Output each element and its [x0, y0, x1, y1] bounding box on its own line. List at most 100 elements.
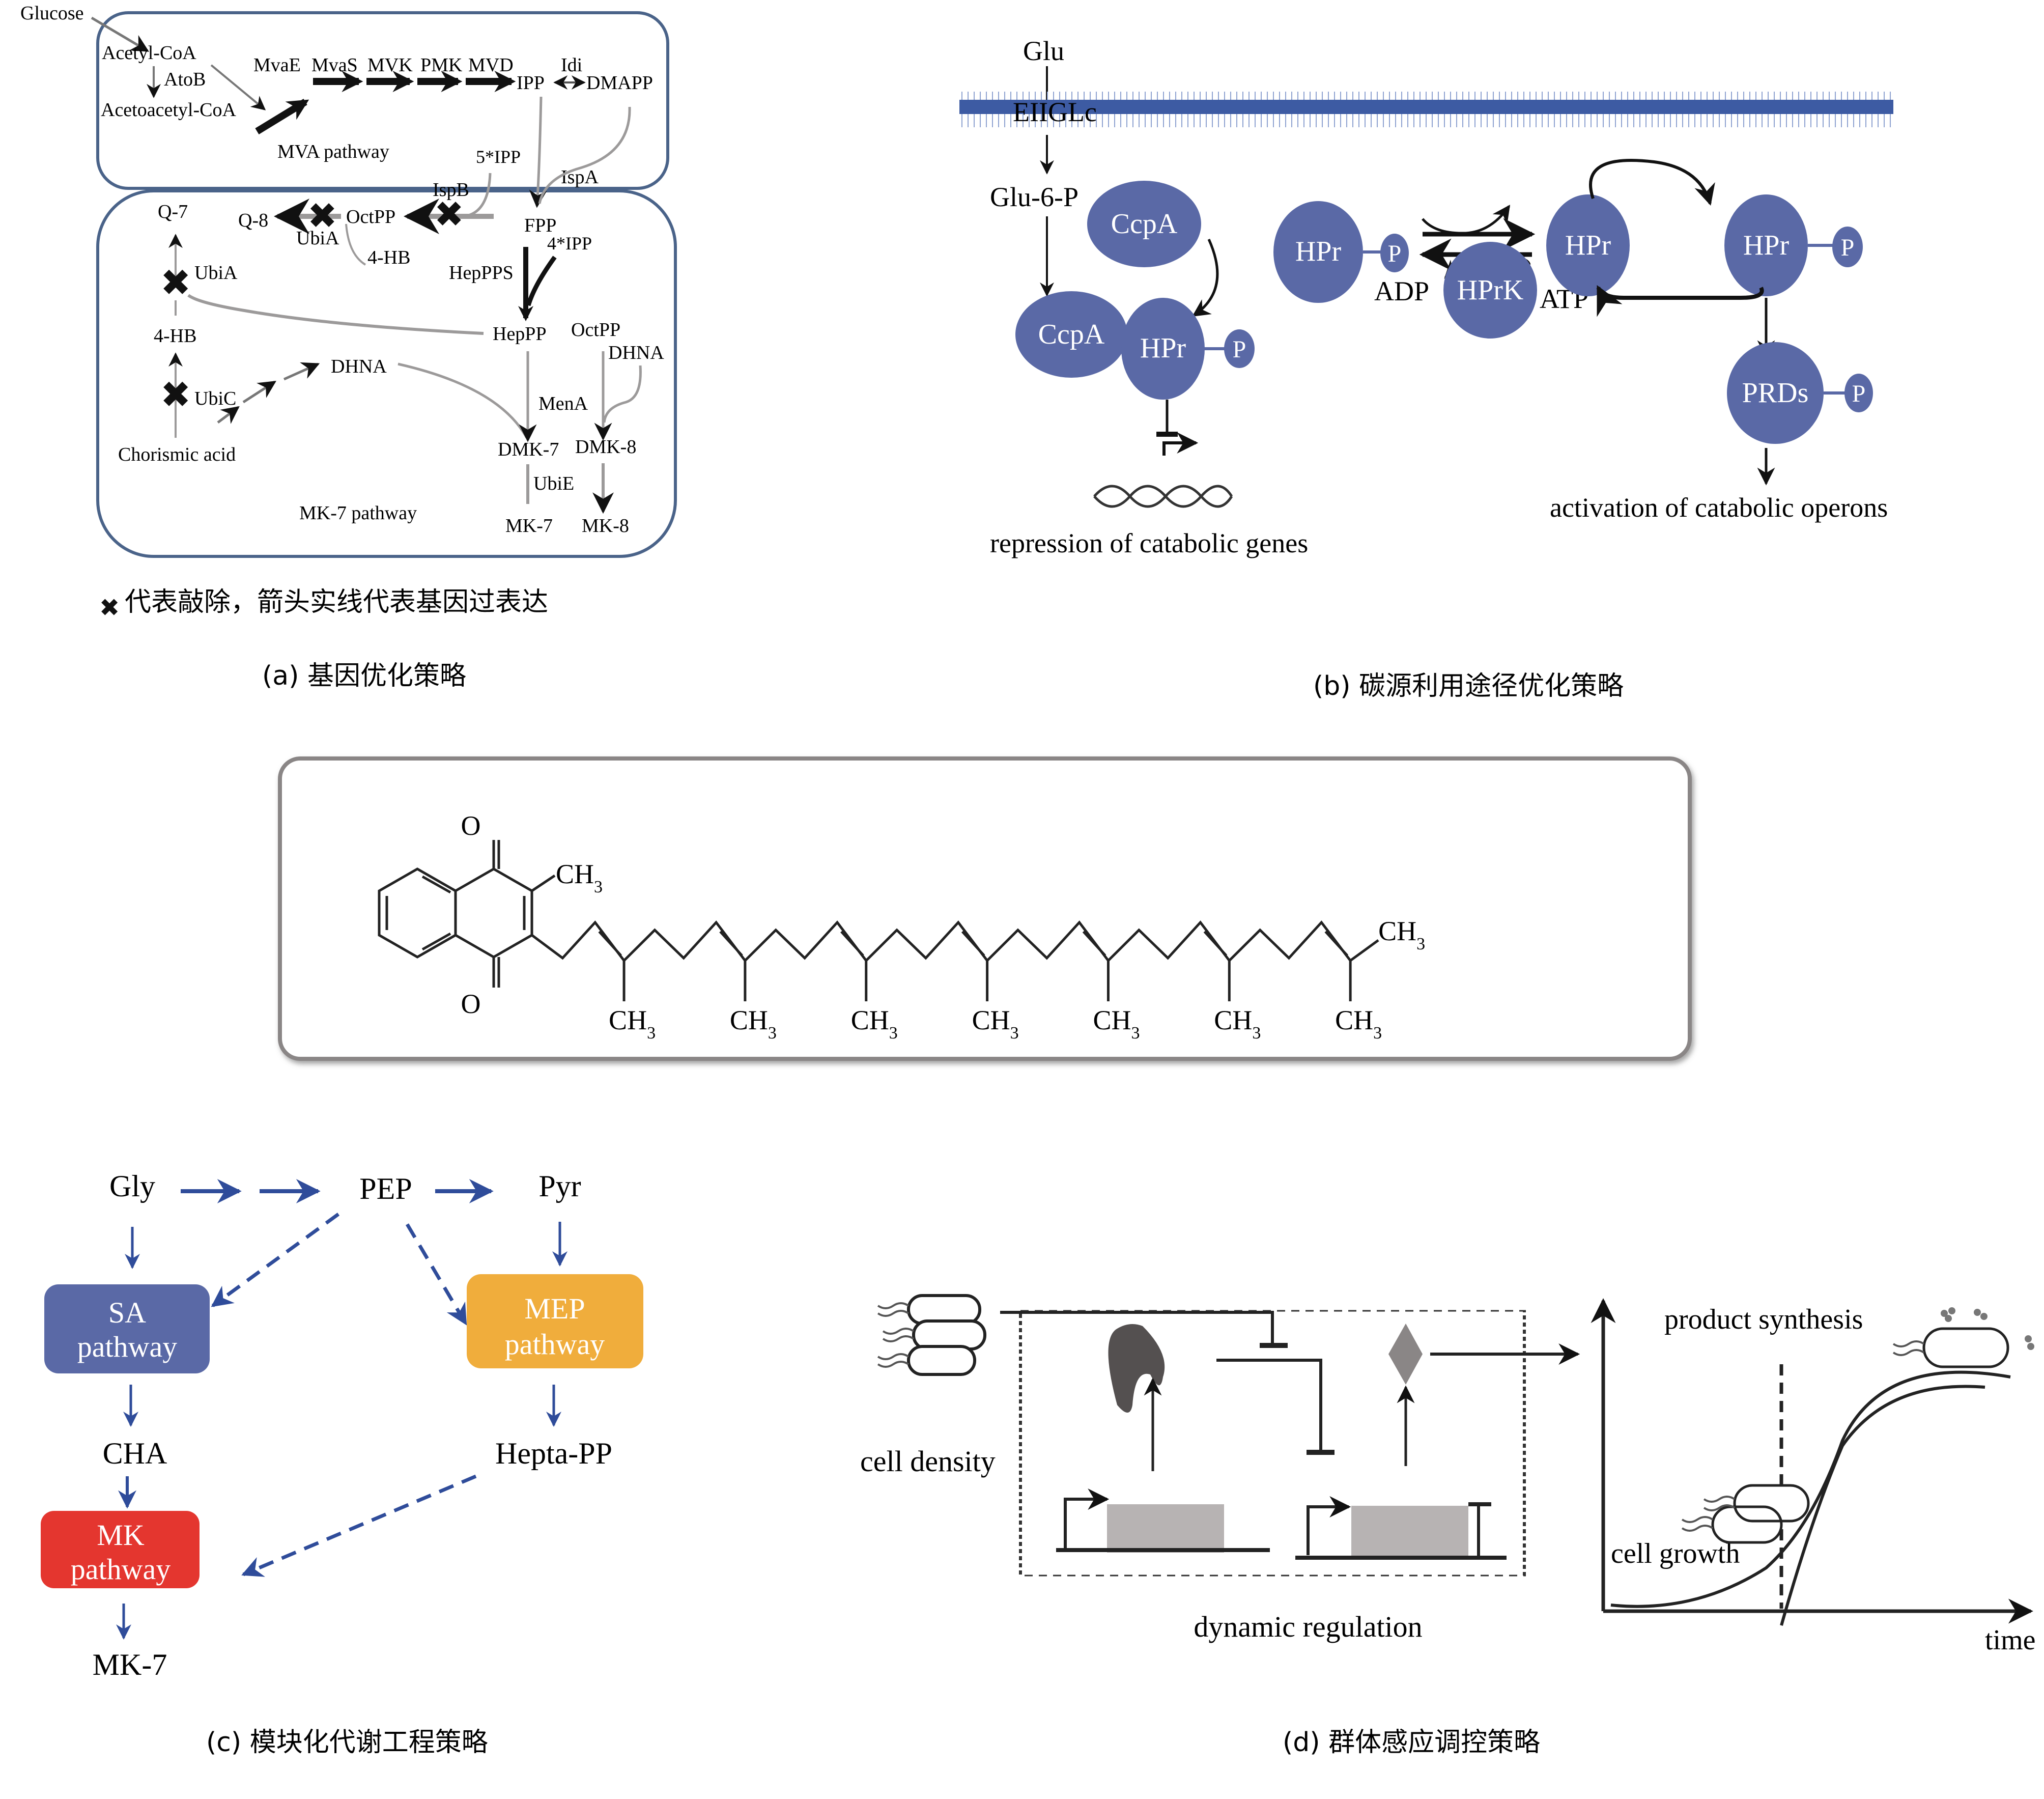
- q7-label: Q-7: [158, 201, 188, 222]
- naphthoquinone-ring: [378, 840, 556, 988]
- double-bond: [840, 931, 864, 957]
- ch3-label: CH3: [730, 1005, 777, 1043]
- oxygen-top-label: O: [461, 810, 481, 841]
- cha-label: CHA: [103, 1437, 167, 1470]
- mk-pathway-label-1: MK: [97, 1519, 145, 1552]
- glucose-label: Glucose: [20, 3, 84, 24]
- phospho-prds-label: P: [1852, 380, 1866, 407]
- glu-label: Glu: [1023, 36, 1064, 66]
- hpr-complex-protein: [1121, 298, 1205, 400]
- glucose-arrow: [91, 16, 150, 52]
- phospho-complex: [1224, 329, 1255, 368]
- mk7-label: MK-7: [505, 515, 553, 537]
- cell-density-label: cell density: [860, 1445, 996, 1478]
- product-molecules-icon: [1941, 1307, 2034, 1350]
- dmapp-label: DMAPP: [586, 72, 653, 94]
- knockout-ispb-icon: ✖: [434, 195, 464, 235]
- hpr-right-protein: [1724, 194, 1808, 296]
- double-bond: [961, 931, 985, 957]
- phospho-right-label: P: [1841, 234, 1855, 261]
- terminal-methyl-bond: [1349, 939, 1379, 962]
- 4ipp-to-heppp-arrow: [526, 256, 557, 306]
- ubie-label: UbiE: [533, 473, 574, 494]
- heppps-label: HepPPS: [449, 262, 514, 284]
- phospho-left-label: P: [1388, 240, 1402, 267]
- ccpa-label: CcpA: [1111, 208, 1178, 240]
- dmk7-label: DMK-7: [498, 439, 559, 460]
- heppp-to-ubia-line: [187, 294, 484, 335]
- mvas-label: MvaS: [311, 54, 358, 76]
- 4ipp-label: 4*IPP: [547, 233, 592, 254]
- octpp-label: OctPP: [346, 206, 395, 228]
- ubic-label: UbiC: [194, 388, 236, 409]
- double-bond: [1203, 931, 1228, 957]
- heppp-label: HepPP: [493, 323, 547, 345]
- dhna-right-to-dmk8-line: [603, 365, 642, 423]
- glu6p-label: Glu-6-P: [990, 182, 1078, 212]
- chorismic-to-dhna-arrows: [217, 362, 320, 424]
- gene-1-box: [1107, 1504, 1224, 1553]
- hpr-mid-protein: [1546, 194, 1630, 296]
- phospho-right: [1832, 227, 1863, 267]
- cell-density-bacteria-icon: [877, 1294, 986, 1376]
- atob-label: AtoB: [164, 69, 206, 90]
- repression-text: repression of catabolic genes: [990, 528, 1308, 558]
- terminal-ch3-label: CH3: [1378, 916, 1425, 953]
- sa-pathway-label-1: SA: [108, 1296, 146, 1329]
- knockout-legend-icon: ✖: [99, 595, 120, 622]
- ch3-label: CH3: [1335, 1005, 1382, 1043]
- acetoacetyl-coa-label: Acetoacetyl-CoA: [101, 99, 236, 121]
- ispa-label: IspA: [561, 166, 599, 188]
- panel-a: Glucose Acetyl-CoA AtoB Acetoacetyl-CoA …: [20, 3, 677, 691]
- gly-label: Gly: [109, 1169, 155, 1203]
- hepta-to-mk-dashed-arrow: [241, 1474, 477, 1577]
- density-inhibition-line: [1000, 1311, 1274, 1344]
- double-bond: [1082, 931, 1106, 957]
- cell-growth-label: cell growth: [1611, 1538, 1740, 1569]
- panel-c: Gly PEP Pyr SA pathway MEP pathway CHA H…: [41, 1169, 643, 1758]
- dmapp-to-fpp-line: [538, 106, 631, 204]
- time-label: time: [1985, 1624, 2036, 1656]
- ipp-label: IPP: [517, 72, 545, 94]
- 4hb-to-octpp-line: [345, 223, 366, 266]
- panel-b: Glu EIIGLc Glu-6-P CcpA CcpA HPr P repre…: [959, 36, 1893, 701]
- prds-label: PRDs: [1742, 377, 1809, 409]
- ch3-label: CH3: [851, 1005, 898, 1043]
- eiiglc-label: EIIGLc: [1013, 97, 1097, 127]
- panel-d: cell density dynamic regulation product …: [860, 1294, 2036, 1758]
- dynamic-regulation-box: [1019, 1310, 1526, 1577]
- dmk8-label: DMK-8: [575, 436, 636, 458]
- repressor-protein-icon: [1108, 1324, 1165, 1413]
- ccpa-complex-protein: [1015, 291, 1127, 378]
- mep-pathway-label-1: MEP: [524, 1292, 585, 1325]
- idi-label: Idi: [561, 54, 582, 76]
- ispb-label: IspB: [433, 179, 469, 201]
- promoter-1-arrow: [1064, 1488, 1110, 1550]
- mep-pathway-label-2: pathway: [505, 1328, 605, 1361]
- ccpa-protein: [1087, 181, 1201, 267]
- mva-pathway-label: MVA pathway: [277, 141, 389, 162]
- activation-text: activation of catabolic operons: [1550, 492, 1888, 523]
- ccpa-complex-label: CcpA: [1038, 319, 1105, 350]
- caption-b: (b) 碳源利用途径优化策略: [1313, 671, 1624, 701]
- legend-text: 代表敲除，箭头实线代表基因过表达: [125, 587, 548, 617]
- signal-molecule-icon: [1388, 1324, 1423, 1385]
- knockout-ubia-top-icon: ✖: [307, 197, 337, 236]
- promoter-arrow: [1162, 432, 1199, 456]
- hpr-right-label: HPr: [1743, 230, 1790, 261]
- hprk-label: HPrK: [1457, 274, 1524, 306]
- mva-pathway-box: [96, 11, 669, 190]
- promoter-2-arrow: [1307, 1496, 1351, 1555]
- double-bond: [719, 931, 743, 957]
- adp-label: ADP: [1374, 276, 1429, 306]
- hepta-pp-label: Hepta-PP: [495, 1437, 612, 1470]
- ch3-label: CH3: [972, 1005, 1019, 1043]
- oxygen-bottom-label: O: [461, 989, 481, 1019]
- pep-to-sa-dashed-arrow: [211, 1213, 340, 1307]
- mk7-pathway-label: MK-7 pathway: [299, 502, 417, 524]
- acetyl-coa-label: Acetyl-CoA: [102, 42, 196, 64]
- ch3-label: CH3: [1093, 1005, 1140, 1043]
- dynamic-regulation-label: dynamic regulation: [1194, 1610, 1422, 1643]
- repressor-inhibition-line: [1216, 1359, 1322, 1451]
